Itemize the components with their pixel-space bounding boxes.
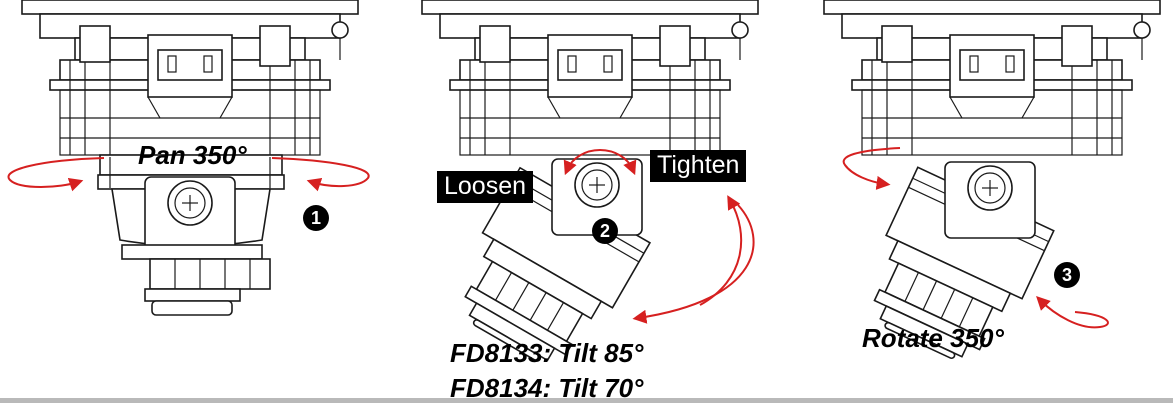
loosen-arrow — [563, 149, 601, 176]
bottom-divider — [0, 398, 1173, 403]
step-1-badge: 1 — [303, 205, 329, 231]
tighten-arrow — [599, 149, 637, 176]
pan-arrow-right — [271, 157, 370, 192]
panel-3-camera — [823, 0, 1161, 376]
pan-label: Pan 350° — [138, 140, 247, 170]
tilt-label-fd8134: FD8134: Tilt 70° — [450, 373, 644, 403]
tilt-arrow — [632, 204, 755, 324]
rotate-label: Rotate 350° — [862, 323, 1004, 353]
tilt-label-fd8133: FD8133: Tilt 85° — [450, 338, 644, 368]
rotate-arrow-upper — [842, 147, 901, 190]
step-2-badge: 2 — [592, 218, 618, 244]
tighten-label: Tighten — [650, 150, 747, 182]
rotate-arrow-lower — [1036, 296, 1109, 329]
pan-arrow-left — [7, 157, 105, 192]
step-3-badge: 3 — [1054, 262, 1080, 288]
loosen-label: Loosen — [437, 171, 534, 203]
panel-1-camera — [21, 0, 359, 316]
